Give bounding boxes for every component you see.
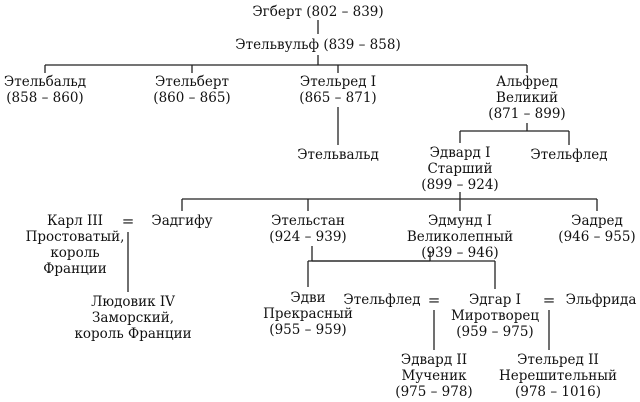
node-ethelwulf-label: Этельвульф (839 – 858) — [235, 37, 401, 53]
node-alfred: Альфред Великий (871 – 899) — [488, 74, 565, 122]
node-edgar1: Эдгар I Миротворец (959 – 975) — [451, 292, 539, 340]
node-louis4-title: король Франции — [74, 326, 192, 342]
node-edwy-years: (955 – 959) — [269, 322, 347, 338]
node-ethelwald-name: Этельвальд — [297, 147, 379, 163]
node-edward2-years: (975 – 978) — [395, 384, 473, 400]
node-edward1-years: (899 – 924) — [421, 177, 499, 193]
node-edgar1-years: (959 – 975) — [456, 324, 534, 340]
node-ethelwulf: Этельвульф (839 – 858) — [235, 37, 400, 53]
node-ethelred1-years: (865 – 871) — [299, 90, 377, 106]
node-edmund1-years: (939 – 946) — [421, 245, 499, 261]
node-elfrida: Эльфрида — [566, 292, 637, 308]
marriage-symbol-charles-eadgifu: = — [121, 212, 135, 230]
node-ethelred2-years: (978 – 1016) — [514, 384, 601, 400]
node-ethelred1-name: Этельред I — [299, 74, 377, 90]
node-egbert-label: Эгберт (802 – 839) — [252, 4, 384, 20]
node-ethelfled2-name: Этельфлед — [343, 292, 421, 308]
node-ethelwald: Этельвальд — [297, 147, 379, 163]
marriage-symbol-ethelfled-edgar: = — [427, 291, 441, 309]
node-alfred-years: (871 – 899) — [488, 106, 566, 122]
node-ethelbald-name: Этельбальд — [3, 74, 87, 90]
node-edmund1-name: Эдмунд I — [427, 213, 493, 229]
node-ethelbert-name: Этельберт — [155, 74, 229, 90]
node-eadgifu: Эадгифу — [151, 213, 212, 229]
node-edwy-name: Эдви — [290, 290, 326, 306]
node-ethelfled1-name: Этельфлед — [530, 147, 608, 163]
node-ethelfled2: Этельфлед — [343, 292, 420, 308]
node-ethelred2-epithet: Нерешительный — [498, 368, 618, 384]
node-charles3-title-1: король — [50, 245, 100, 261]
node-athelstan-years: (924 – 939) — [269, 229, 347, 245]
node-louis4: Людовик IV Заморский, король Франции — [74, 294, 191, 342]
node-ethelfled1: Этельфлед — [530, 147, 607, 163]
node-elfrida-name: Эльфрида — [565, 292, 637, 308]
node-athelstan-name: Этельстан — [271, 213, 345, 229]
node-edwy: Эдви Прекрасный (955 – 959) — [263, 290, 353, 338]
node-edward2-epithet: Мученик — [401, 368, 467, 384]
node-alfred-name: Альфред — [496, 74, 558, 90]
node-ethelbald: Этельбальд (858 – 860) — [4, 74, 86, 106]
node-eadgifu-name: Эадгифу — [151, 213, 213, 229]
node-louis4-name: Людовик IV — [91, 294, 175, 310]
node-ethelred2: Этельред II Нерешительный (978 – 1016) — [499, 352, 617, 400]
node-charles3-epithet: Простоватый, — [25, 229, 125, 245]
node-ethelred1: Этельред I (865 – 871) — [299, 74, 376, 106]
node-edward2: Эдвард II Мученик (975 – 978) — [395, 352, 472, 400]
node-louis4-epithet: Заморский, — [91, 310, 174, 326]
node-charles3: Карл III Простоватый, король Франции — [26, 213, 125, 277]
node-athelstan: Этельстан (924 – 939) — [269, 213, 346, 245]
node-egbert: Эгберт (802 – 839) — [252, 4, 383, 20]
marriage-symbol-edgar-elfrida: = — [542, 291, 556, 309]
node-ethelbert-years: (860 – 865) — [153, 90, 231, 106]
node-edmund1-epithet: Великолепный — [406, 229, 514, 245]
node-ethelbald-years: (858 – 860) — [6, 90, 84, 106]
node-charles3-title-2: Франции — [43, 261, 107, 277]
node-edgar1-name: Эдгар I — [468, 292, 522, 308]
node-edgar1-epithet: Миротворец — [450, 308, 540, 324]
node-edward1-epithet: Старший — [427, 161, 493, 177]
node-edward1-name: Эдвард I — [429, 145, 491, 161]
node-edward1: Эдвард I Старший (899 – 924) — [421, 145, 498, 193]
node-edward2-name: Эдвард II — [400, 352, 468, 368]
node-eadred-name: Эадред — [571, 213, 623, 229]
node-edmund1: Эдмунд I Великолепный (939 – 946) — [407, 213, 513, 261]
node-edwy-epithet: Прекрасный — [263, 306, 353, 322]
node-ethelbert: Этельберт (860 – 865) — [153, 74, 230, 106]
node-alfred-epithet: Великий — [496, 90, 558, 106]
node-eadred: Эадред (946 – 955) — [558, 213, 635, 245]
node-eadred-years: (946 – 955) — [558, 229, 636, 245]
node-ethelred2-name: Этельред II — [517, 352, 599, 368]
node-charles3-name: Карл III — [46, 213, 104, 229]
